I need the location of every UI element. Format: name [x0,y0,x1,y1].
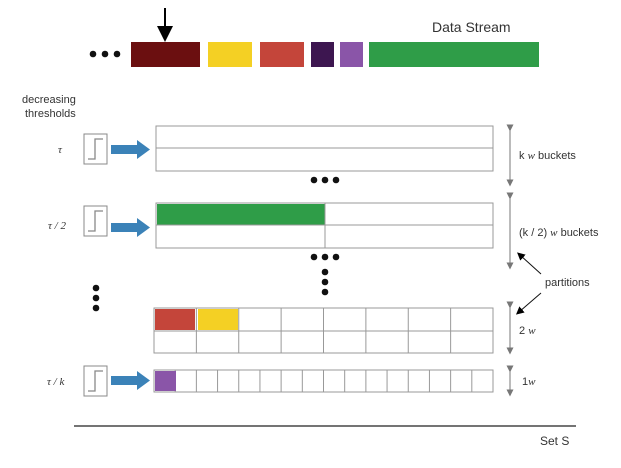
filled-bucket [155,371,176,391]
data-stream: Data Stream [89,8,539,67]
tau-label: τ [58,144,63,156]
threshold-row-2: τ / 2 (k / 2) w buckets [48,192,599,270]
threshold-arrow-icon [111,140,150,159]
partitions-label: partitions [545,277,590,289]
ellipsis-dot [310,176,318,184]
stream-block [131,42,200,67]
bucket-grid [195,308,452,353]
step-function-icon [83,205,108,237]
threshold-row-4: τ / k 1w [47,365,536,397]
data-stream-label: Data Stream [432,19,511,35]
partitions-pointer-arrow [515,292,542,315]
ellipsis-dot [113,50,121,58]
ellipsis-dot [332,176,340,184]
stream-block [208,42,252,67]
ellipsis-dot [332,253,340,261]
tau-label: τ / k [47,376,65,388]
ellipsis-dot [321,176,329,184]
bucket-count-label: k w buckets [519,150,576,162]
filled-bucket [157,204,325,225]
vertical-ellipsis [321,268,329,296]
set-s-label: Set S [540,434,569,448]
bucket-count-label: 2 w [519,325,536,337]
bucket-count-label: 1w [522,376,536,388]
filled-bucket [198,309,238,330]
ellipsis-dot [321,253,329,261]
tau-label: τ / 2 [48,220,66,232]
stream-block [311,42,334,67]
stream-block [260,42,304,67]
vertical-ellipsis [92,284,100,312]
thresholds-label-line1: decreasing [22,94,76,106]
stream-block [340,42,363,67]
step-function-icon [83,133,108,165]
thresholds-label-line2: thresholds [25,108,76,120]
ellipsis-dot [89,50,97,58]
filled-bucket [155,309,195,330]
partitions-pointer-arrow [517,252,542,275]
ellipsis-dot [101,50,109,58]
threshold-row-1: τ k w buckets [58,124,576,187]
ellipsis-dot [310,253,318,261]
stream-block [369,42,539,67]
bucket-count-label: (k / 2) w buckets [519,227,599,239]
threshold-row-3: 2 w [153,301,536,355]
threshold-arrow-icon [111,218,150,237]
step-function-icon [83,365,108,397]
threshold-arrow-icon [111,371,150,390]
